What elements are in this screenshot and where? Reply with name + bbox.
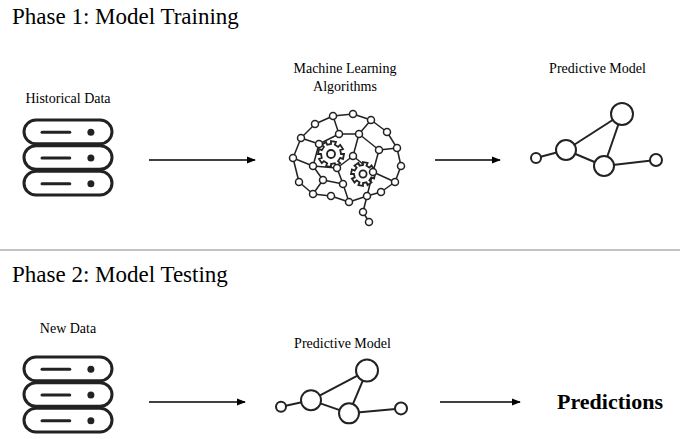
icon-node: Machine Learning Algorithms [280,60,410,228]
db-icon [18,355,118,435]
node-caption: Machine Learning Algorithms [280,60,410,95]
phase-heading: Phase 2: Model Testing [12,262,228,288]
flow-arrow [149,401,245,402]
phase-heading: Phase 1: Model Training [12,4,239,30]
result-node: Predictions [545,388,675,420]
icon-node: Predictive Model [270,335,415,430]
flow-arrow [435,159,500,160]
db-icon [18,118,118,198]
graph-icon [528,100,668,185]
node-caption: Predictive Model [525,60,670,78]
icon-node: New Data [12,320,124,436]
graph-icon [273,359,413,429]
node-caption: Predictive Model [270,335,415,353]
flow-arrow [149,159,255,160]
flow-arrow [440,401,520,402]
icon-node: Historical Data [12,90,124,202]
phase-divider [0,250,680,251]
icon-node: Predictive Model [525,60,670,190]
node-caption: Historical Data [12,90,124,108]
brain-icon [283,110,407,226]
node-caption: Predictions [545,388,675,416]
node-caption: New Data [12,320,124,338]
